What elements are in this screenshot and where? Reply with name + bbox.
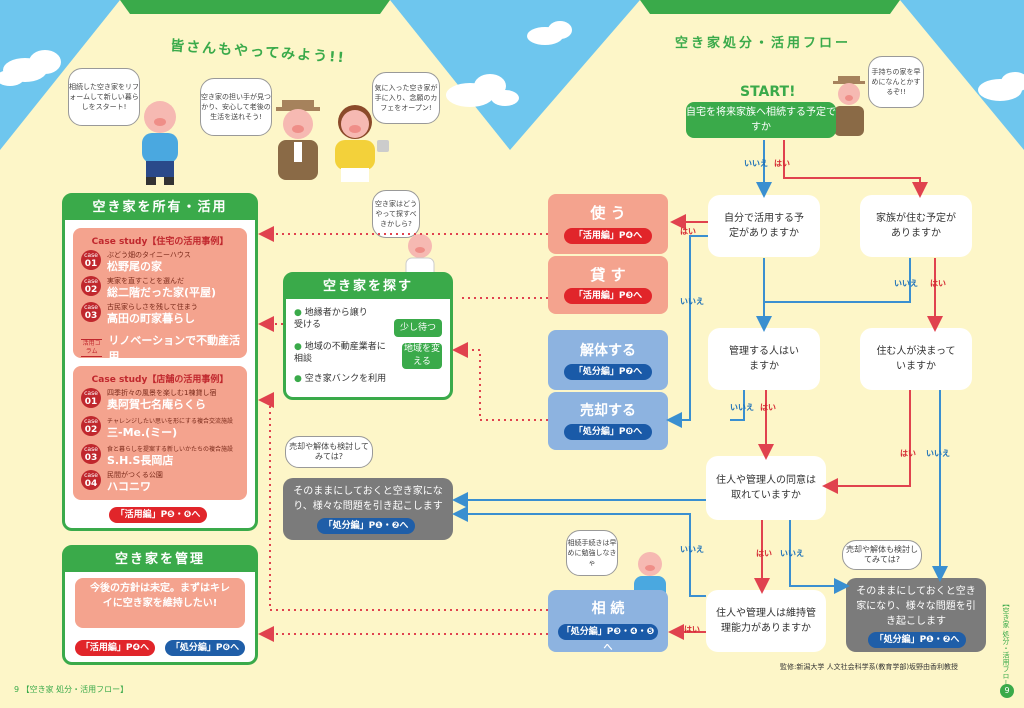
question-consent[interactable]: 住人や管理人の同意は取れていますか [706,456,826,520]
lend-box[interactable]: 貸 す 「活用編」P❸へ [548,256,668,314]
bubble-inherit: 相続手続きは早めに勉強しなきゃ [566,530,618,576]
home-case-heading: Case study【住宅の活用事例】 [91,237,229,247]
sell-ref-link[interactable]: 「処分編」P❽へ [564,424,652,440]
manage-ref-link-2[interactable]: 「処分編」P❻へ [165,640,245,656]
label-no: いいえ [894,279,918,288]
search-card-title: 空き家を探す [286,275,450,299]
leave-warning-ref-mid[interactable]: 「処分編」P❶・❷へ [317,518,415,534]
column-badge: 活用コラム [81,339,103,357]
start-label: START! [740,84,796,100]
bullet-icon: ● [294,308,302,318]
label-yes: はい [680,227,696,236]
bubble-caretaker: 空き家の担い手が見つかり、安心して老後の生活を送れそう! [200,78,272,136]
question-self-use[interactable]: 自分で活用する予定がありますか [708,195,820,257]
label-yes: はい [684,625,700,634]
manage-card-text: 今後の方針は未定。まずはキレイに空き家を維持したい! [75,578,245,628]
demolish-box[interactable]: 解体する 「処分編」P❼へ [548,330,668,390]
inherit-ref-link[interactable]: 「処分編」P❸・❹・❺へ [558,624,658,653]
pig-character-grandpa-right [833,76,865,136]
tag-wait: 少し待つ [394,319,442,337]
manage-ref-link-1[interactable]: 「活用編」P❹へ [75,640,155,656]
search-item-3[interactable]: ● 空き家バンクを利用 [294,374,387,384]
manage-card-title: 空き家を管理 [65,548,255,572]
lend-ref-link[interactable]: 「活用編」P❸へ [564,288,652,304]
bullet-icon: ● [294,342,302,352]
shop-case-heading: Case study【店舗の活用事例】 [91,375,229,385]
page-number: 9 [1000,684,1014,698]
bullet-icon: ● [294,374,302,384]
lend-title: 貸 す [590,266,626,284]
use-title: 使 う [590,204,626,222]
leave-warning-box-right: そのままにしておくと空き家になり、様々な問題を引き起こします 「処分編」P❶・❷… [846,578,986,652]
bubble-search: 空き家はどうやって探すべきかしら? [372,190,420,238]
question-family-live[interactable]: 家族が住む予定がありますか [860,195,972,257]
pig-character-boy [142,101,178,185]
sell-box[interactable]: 売却する 「処分編」P❽へ [548,392,668,450]
label-yes: はい [760,403,776,412]
search-item-2[interactable]: ● 地域の不動産業者に相談 [294,342,386,364]
sell-title: 売却する [580,403,636,419]
use-box[interactable]: 使 う 「活用編」P❹へ [548,194,668,254]
column-item[interactable]: 活用コラム リノベーションで不動産活用 [81,332,247,364]
bubble-cafe: 気に入った空き家が手に入り、念願のカフェをオープン! [372,72,440,124]
bubble-consider-mid: 売却や解体も検討してみては? [285,436,373,468]
supervision-note: 監修:新潟大学 人文社会科学系(教育学部)坂野由香利教授 [780,663,959,671]
demolish-title: 解体する [580,343,636,359]
tag-change-area: 地域を変える [402,343,442,369]
pig-character-grandpa [276,100,320,180]
question-manager[interactable]: 管理する人はいますか [708,328,820,390]
question-resident[interactable]: 住む人が決まっていますか [860,328,972,390]
side-tab: 【空き家 処分・活用フロー】 [1002,600,1010,694]
search-card: 空き家を探す ● 地縁者から譲り受ける ● 地域の不動産業者に相談 ● 空き家バ… [283,272,453,400]
label-yes: はい [930,279,946,288]
leave-warning-box-mid: そのままにしておくと空き家になり、様々な問題を引き起こします 「処分編」P❶・❷… [283,478,453,540]
own-card-ref-link[interactable]: 「活用編」P❺・❻へ [109,507,207,523]
start-question-box[interactable]: 自宅を将来家族へ相続する予定ですか [686,102,836,138]
column-title: リノベーションで不動産活用 [108,334,241,363]
label-no: いいえ [680,545,704,554]
search-item-1[interactable]: ● 地縁者から譲り受ける [294,308,368,330]
leave-warning-ref-right[interactable]: 「処分編」P❶・❷へ [868,632,966,648]
question-ability[interactable]: 住人や管理人は維持管理能力がありますか [706,590,826,652]
pig-character-woman [335,105,389,182]
label-no: いいえ [926,449,950,458]
leave-warning-text: そのままにしておくと空き家になり、様々な問題を引き起こします [856,586,976,627]
label-no: いいえ [730,403,754,412]
label-no: いいえ [744,159,768,168]
manage-card: 空き家を管理 今後の方針は未定。まずはキレイに空き家を維持したい! 「活用編」P… [62,545,258,665]
label-yes: はい [756,549,772,558]
label-no: いいえ [780,549,804,558]
label-yes: はい [774,159,790,168]
label-no: いいえ [680,297,704,306]
leave-warning-text: そのままにしておくと空き家になり、様々な問題を引き起こします [293,486,443,512]
inherit-box[interactable]: 相 続 「処分編」P❸・❹・❺へ [548,590,668,653]
bubble-top-right: 手持ちの家を早めになんとかするぞ!! [868,56,924,108]
own-use-card-title: 空き家を所有・活用 [65,196,255,220]
inherit-title: 相 続 [591,601,625,617]
label-yes: はい [900,449,916,458]
right-heading: 空き家処分・活用フロー [675,36,852,51]
bubble-consider-right: 売却や解体も検討してみては? [842,540,922,570]
left-footer: 9 【空き家 処分・活用フロー】 [14,685,129,694]
demolish-ref-link[interactable]: 「処分編」P❼へ [564,364,652,380]
bubble-reform: 相続した空き家をリフォームして新しい暮らしをスタート! [68,68,140,126]
use-ref-link[interactable]: 「活用編」P❹へ [564,228,652,244]
